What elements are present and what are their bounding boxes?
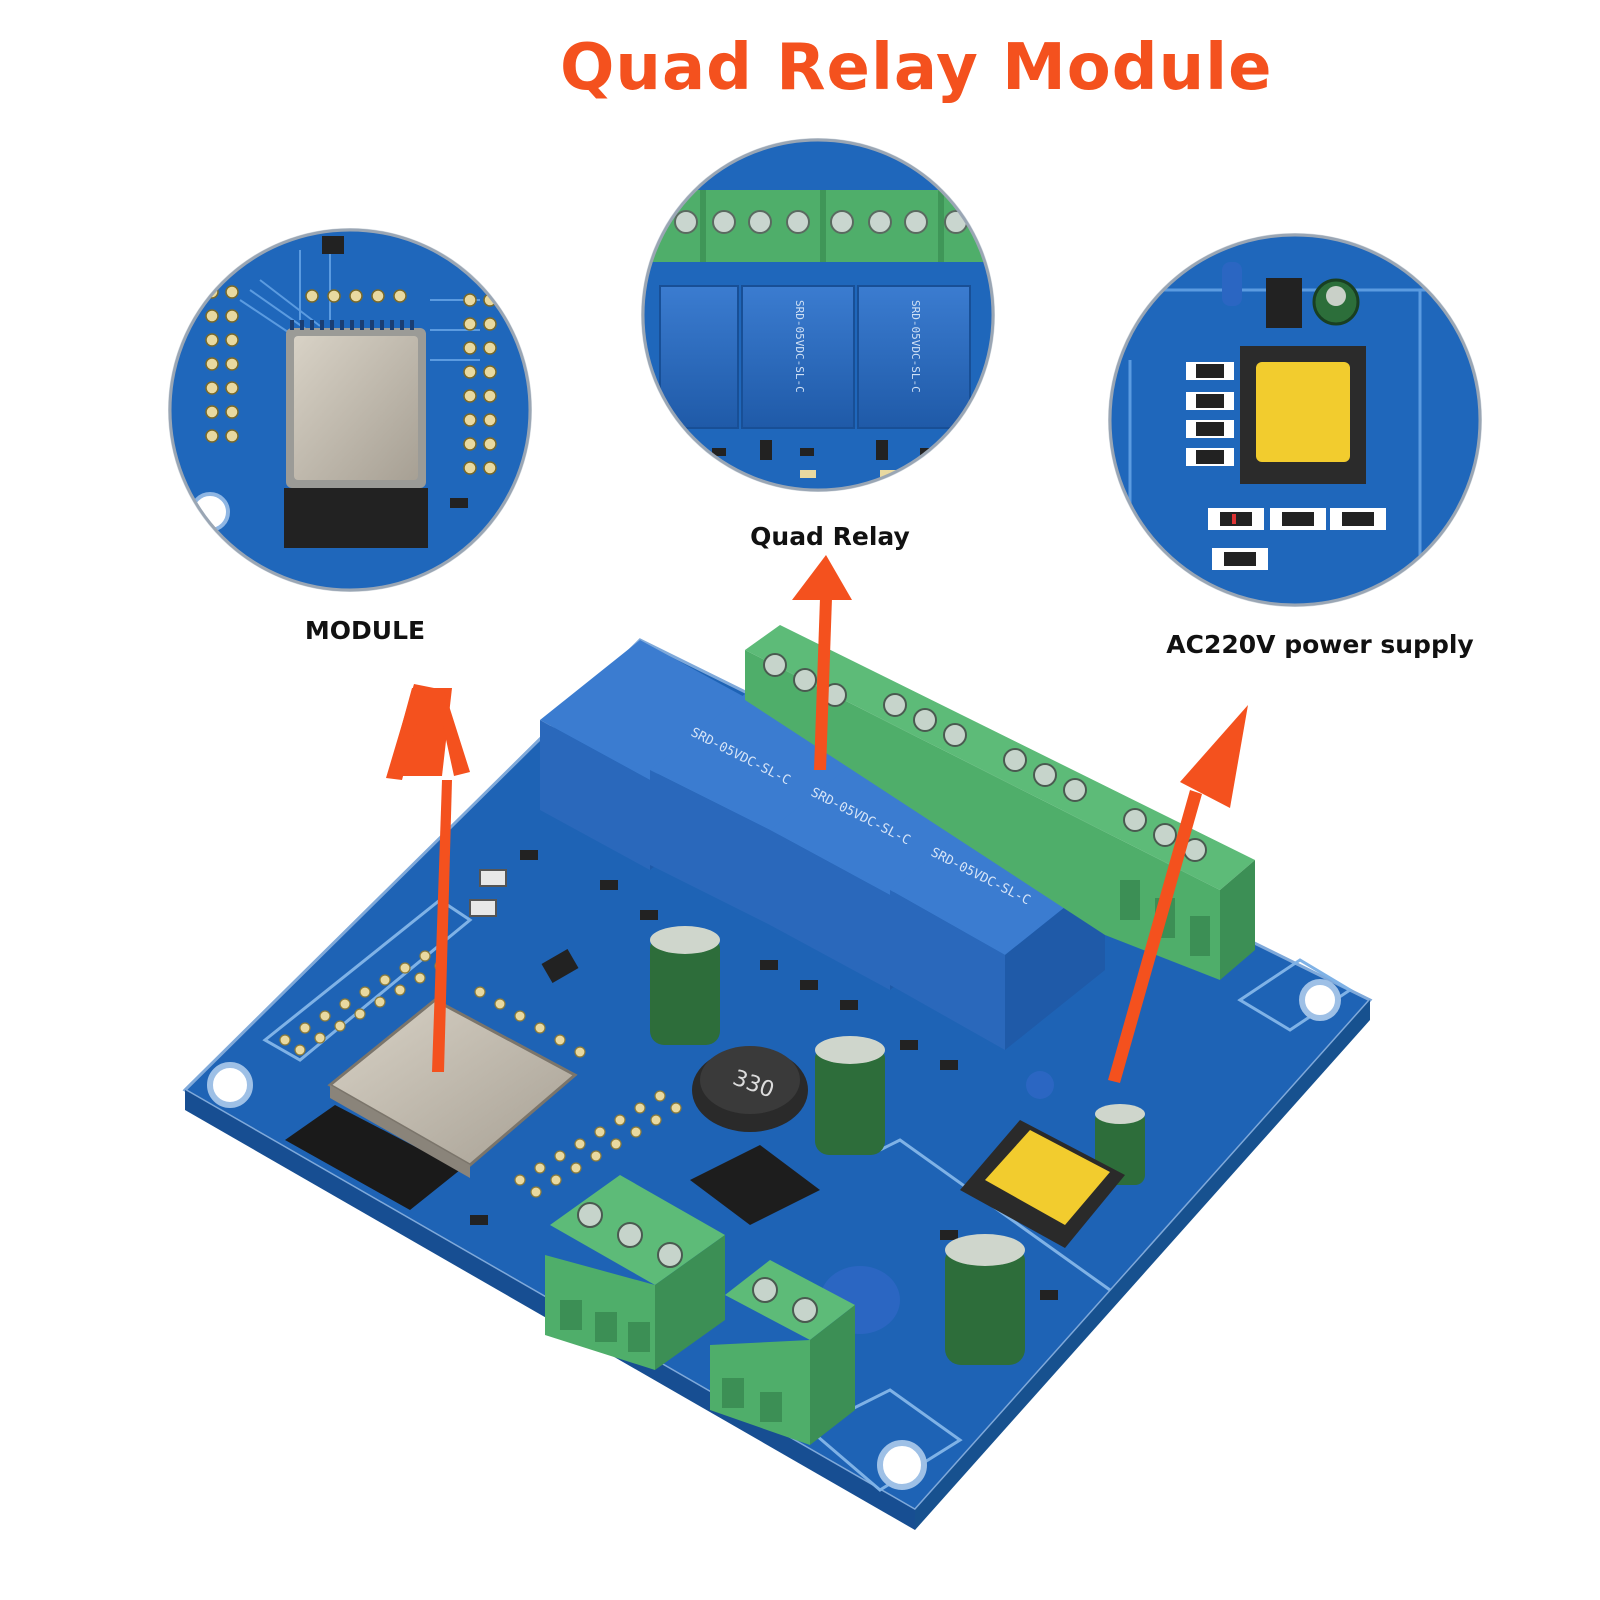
callout-relay-label: Quad Relay [750, 522, 910, 551]
zoom-circle-relay: SRD-05VDC-SL-C SRD-05VDC-SL-C [641, 138, 995, 492]
terminal-blocks-bottom [545, 1175, 855, 1445]
zoom-circle-power [1108, 233, 1482, 607]
callout-module-label: MODULE [304, 616, 426, 645]
arrow-up-icon [1108, 705, 1248, 1083]
page-title: Quad Relay Module [560, 31, 1273, 105]
zoom-circle-module [168, 228, 532, 592]
relay-board: 330 [182, 625, 1373, 1530]
arrow-up-icon [386, 684, 470, 1072]
terminal-blocks-top [745, 625, 1255, 980]
relay-marking-zoom-3: SRD-05VDC-SL-C [909, 300, 922, 393]
relay-marking-zoom-2: SRD-05VDC-SL-C [793, 300, 806, 393]
callout-power-label: AC220V power supply [1166, 630, 1474, 659]
arrow-up-icon [792, 555, 852, 770]
